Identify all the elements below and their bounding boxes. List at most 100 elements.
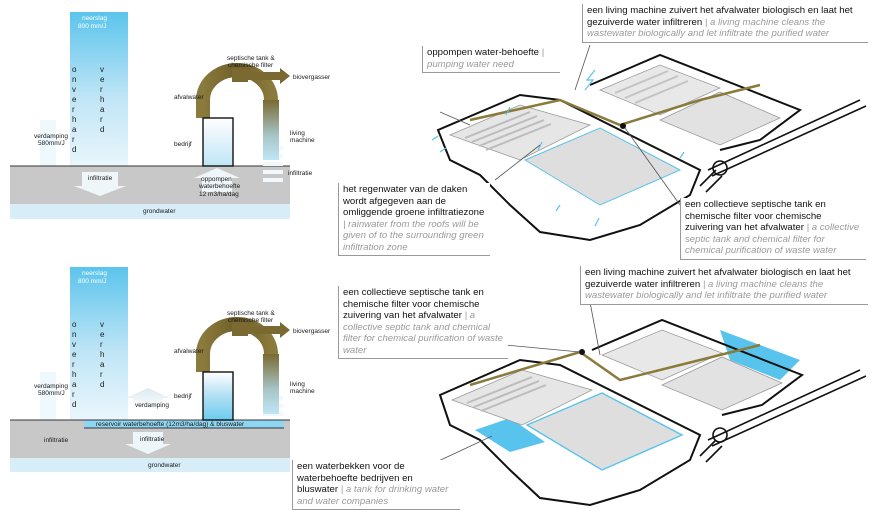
bedrijf-label: bedrijf: [174, 141, 192, 148]
grondwater-label: grondwater: [143, 208, 176, 215]
svg-text:a: a: [72, 125, 77, 134]
verdamping-value-2: 580mm/J: [38, 390, 65, 397]
ground-layer: [10, 166, 290, 204]
verdamping-label-3: verdamping: [135, 402, 169, 409]
callout-waterbekken: een waterbekken voor de waterbehoefte be…: [292, 460, 460, 510]
callout-septic-top: een collectieve septische tank en chemis…: [680, 198, 866, 260]
biovergasser-label: biovergasser: [293, 74, 331, 81]
grondwater-label-2: grondwater: [148, 462, 181, 469]
section-diagram-1: neerslag 800 mm/J verdamping 580mm/J inf…: [10, 12, 331, 219]
svg-text:e: e: [72, 350, 77, 359]
building-c: [598, 64, 722, 116]
svg-text:v: v: [100, 65, 104, 74]
building-d-2: [661, 356, 783, 411]
svg-text:e: e: [72, 95, 77, 104]
svg-text:r: r: [72, 135, 75, 144]
roundabout: [712, 160, 728, 176]
verhard-letters-2: v e r h a r d: [100, 320, 105, 389]
septic-tank-2: [232, 322, 248, 336]
pump-arrow: [194, 168, 240, 192]
svg-text:v: v: [72, 340, 76, 349]
septic-label-b: septische tank &: [227, 310, 275, 317]
pipe-network-2: [469, 343, 761, 387]
evaporation-column: [40, 120, 56, 166]
infiltratie-left-label: infiltratie: [44, 437, 69, 444]
oppompen-label: oppompen: [201, 176, 232, 183]
svg-text:v: v: [100, 320, 104, 329]
groundwater-layer-2: [10, 458, 290, 472]
svg-text:h: h: [72, 115, 76, 124]
company-building: [202, 117, 234, 167]
pipe-network: [469, 83, 761, 127]
callout-living-machine-top: een living machine zuivert het afvalwate…: [582, 4, 868, 43]
verdamping-label-2: verdamping: [34, 383, 68, 390]
biogas-arrow: [248, 68, 290, 84]
roundabout-2: [712, 427, 728, 443]
septic-label: septische tank &: [227, 55, 275, 62]
svg-text:v: v: [72, 85, 76, 94]
callout-septic-bottom: een collectieve septische tank en chemis…: [338, 286, 508, 359]
machine-label-2: machine: [290, 388, 315, 395]
afvalwater-label-2: afvalwater: [174, 348, 204, 355]
biogas-arrow-2: [248, 322, 290, 338]
verdamping-value: 580mm/J: [38, 140, 65, 147]
svg-text:r: r: [100, 340, 103, 349]
svg-text:d: d: [72, 145, 76, 154]
building-b-2: [525, 392, 684, 471]
building-a-2: [450, 369, 594, 426]
bedrijf-label-2: bedrijf: [174, 393, 192, 400]
svg-text:r: r: [72, 360, 75, 369]
infiltratie-label-2: infiltratie: [288, 170, 313, 177]
site-plan-2: [438, 318, 867, 507]
machine-label: machine: [290, 137, 315, 144]
neerslag-value-2: 800 mm/J: [78, 278, 107, 285]
evaporation-column-2: [40, 372, 56, 420]
living-label-2: living: [290, 381, 305, 388]
evaporation-arrow: [126, 388, 170, 410]
svg-text:d: d: [100, 125, 104, 134]
infiltration-arrow: [74, 172, 126, 196]
roof-stripes-a: [464, 111, 552, 151]
svg-text:r: r: [100, 370, 103, 379]
groundwater-layer: [10, 204, 290, 219]
water-basin: [475, 418, 545, 452]
svg-text:n: n: [72, 330, 76, 339]
septic-point: [620, 123, 626, 129]
water-basin-rear: [720, 330, 800, 380]
building-b: [523, 127, 682, 206]
oppompen-label-2: waterbehoefte: [198, 183, 241, 190]
site-plan-1: [431, 53, 867, 242]
reservoir: [84, 420, 284, 428]
neerslag-label: neerslag: [82, 15, 107, 22]
septic-tank: [232, 68, 248, 82]
road: [707, 99, 861, 171]
onverhard-letters: o n v e r h a r d: [72, 65, 77, 154]
svg-text:d: d: [100, 380, 104, 389]
callout-oppompen: oppompen water-behoefte | pumping water …: [422, 46, 560, 73]
svg-text:h: h: [100, 350, 104, 359]
roof-stripes-a-2: [466, 376, 547, 412]
callout-living-machine-bottom: een living machine zuivert het afvalwate…: [580, 266, 868, 305]
rain-column: [70, 12, 128, 167]
svg-text:r: r: [100, 115, 103, 124]
svg-text:a: a: [100, 105, 105, 114]
svg-text:h: h: [100, 95, 104, 104]
verhard-letters: v e r h a r d: [100, 65, 105, 134]
svg-text:e: e: [100, 330, 105, 339]
septic-label-2: chemische filter: [228, 62, 274, 69]
svg-text:r: r: [72, 105, 75, 114]
rain-column-2: [70, 267, 128, 420]
oppompen-label-3: 12 m3/ha/dag: [199, 191, 239, 198]
afvalwater-label: afvalwater: [174, 94, 204, 101]
verdamping-label: verdamping: [34, 133, 68, 140]
svg-text:e: e: [100, 75, 105, 84]
infiltratie-mid-label: infiltratie: [140, 436, 165, 443]
onverhard-letters-2: o n v e r h a r d: [72, 320, 77, 409]
living-label: living: [290, 130, 305, 137]
callout-regenwater: het regenwater van de daken wordt afgege…: [338, 183, 490, 256]
svg-text:h: h: [72, 370, 76, 379]
roof-stripes-c: [614, 70, 689, 104]
living-machine-2: [263, 354, 279, 414]
svg-text:a: a: [72, 380, 77, 389]
